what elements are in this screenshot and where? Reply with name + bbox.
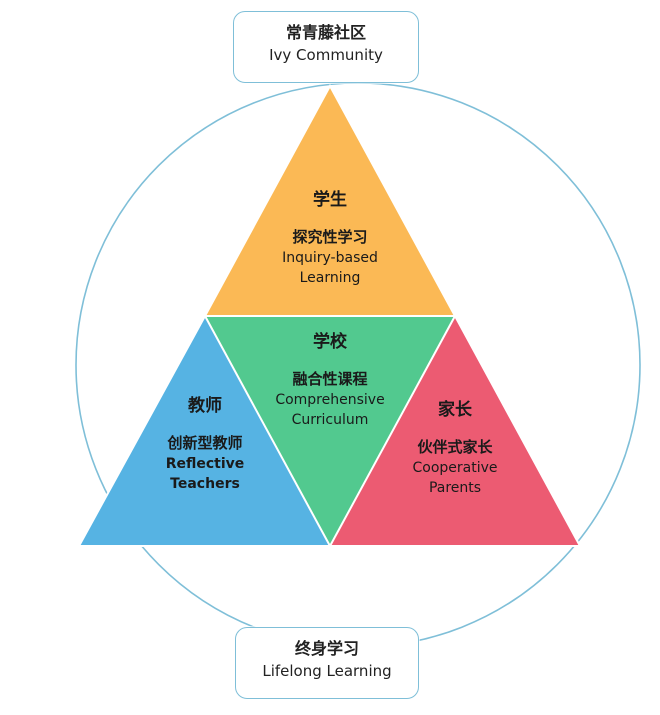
school-en-line1: Comprehensive <box>275 392 385 408</box>
school-label-group: 学校 融合性课程 Comprehensive Curriculum <box>250 330 410 430</box>
parent-label-group: 家长 伙伴式家长 Cooperative Parents <box>380 398 530 498</box>
student-label-group: 学生 探究性学习 Inquiry-based Learning <box>250 188 410 288</box>
parent-en-line1: Cooperative <box>412 460 498 476</box>
teacher-en-line2: Teachers <box>170 476 240 492</box>
student-triangle <box>205 86 455 316</box>
parent-en-line2: Parents <box>428 480 482 496</box>
school-zh: 融合性课程 <box>292 370 368 388</box>
teacher-label-group: 教师 创新型教师 Reflective Teachers <box>130 394 280 494</box>
student-en-line1: Inquiry-based <box>282 250 378 266</box>
parent-zh: 伙伴式家长 <box>417 438 493 456</box>
lifelong-learning-zh: 终身学习 <box>294 639 359 658</box>
ivy-community-box: 常青藤社区 Ivy Community <box>233 11 419 83</box>
parent-title: 家长 <box>438 400 472 420</box>
triangle-outlines <box>77 83 582 547</box>
lifelong-learning-box: 终身学习 Lifelong Learning <box>235 627 419 699</box>
ivy-community-en: Ivy Community <box>269 46 383 64</box>
parent-triangle <box>330 316 580 546</box>
student-en-line2: Learning <box>299 270 361 286</box>
teacher-triangle <box>79 316 330 546</box>
school-triangle <box>205 316 455 546</box>
school-en-line2: Curriculum <box>291 412 369 428</box>
student-title: 学生 <box>313 190 347 210</box>
school-title: 学校 <box>313 332 347 352</box>
teacher-en-line1: Reflective <box>165 456 245 472</box>
teacher-title: 教师 <box>188 396 222 416</box>
lifelong-learning-en: Lifelong Learning <box>262 662 392 680</box>
student-zh: 探究性学习 <box>292 228 368 246</box>
ivy-community-zh: 常青藤社区 <box>285 23 366 42</box>
teacher-zh: 创新型教师 <box>167 434 243 452</box>
